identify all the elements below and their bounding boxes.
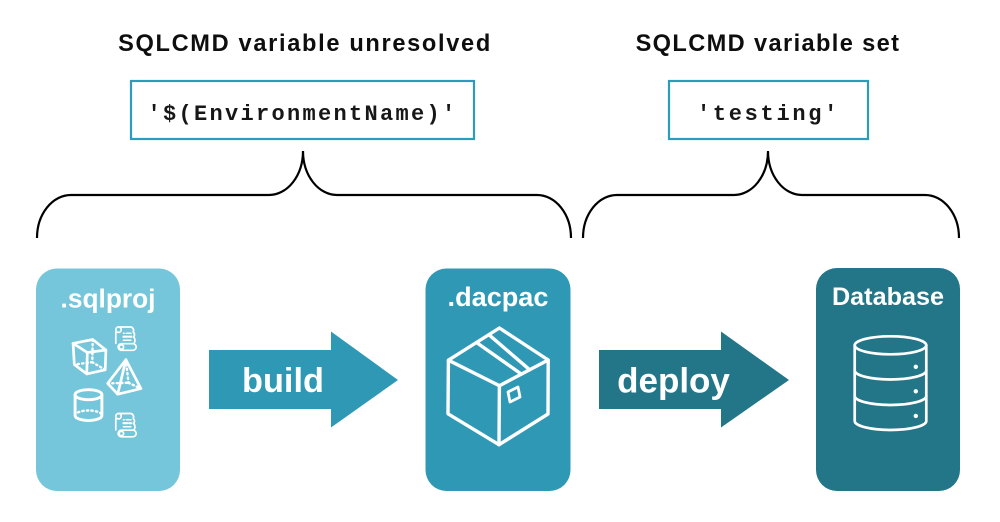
svg-text:build: build (242, 362, 324, 400)
svg-text:SQLCMD variable set: SQLCMD variable set (636, 31, 901, 57)
svg-text:SQLCMD variable unresolved: SQLCMD variable unresolved (118, 31, 492, 57)
svg-text:Database: Database (832, 283, 944, 311)
svg-text:'testing': 'testing' (697, 102, 840, 127)
svg-text:.dacpac: .dacpac (448, 281, 549, 312)
svg-text:.sqlproj: .sqlproj (61, 284, 156, 314)
svg-text:deploy: deploy (617, 362, 730, 401)
svg-text:'$(EnvironmentName)': '$(EnvironmentName)' (147, 102, 457, 127)
